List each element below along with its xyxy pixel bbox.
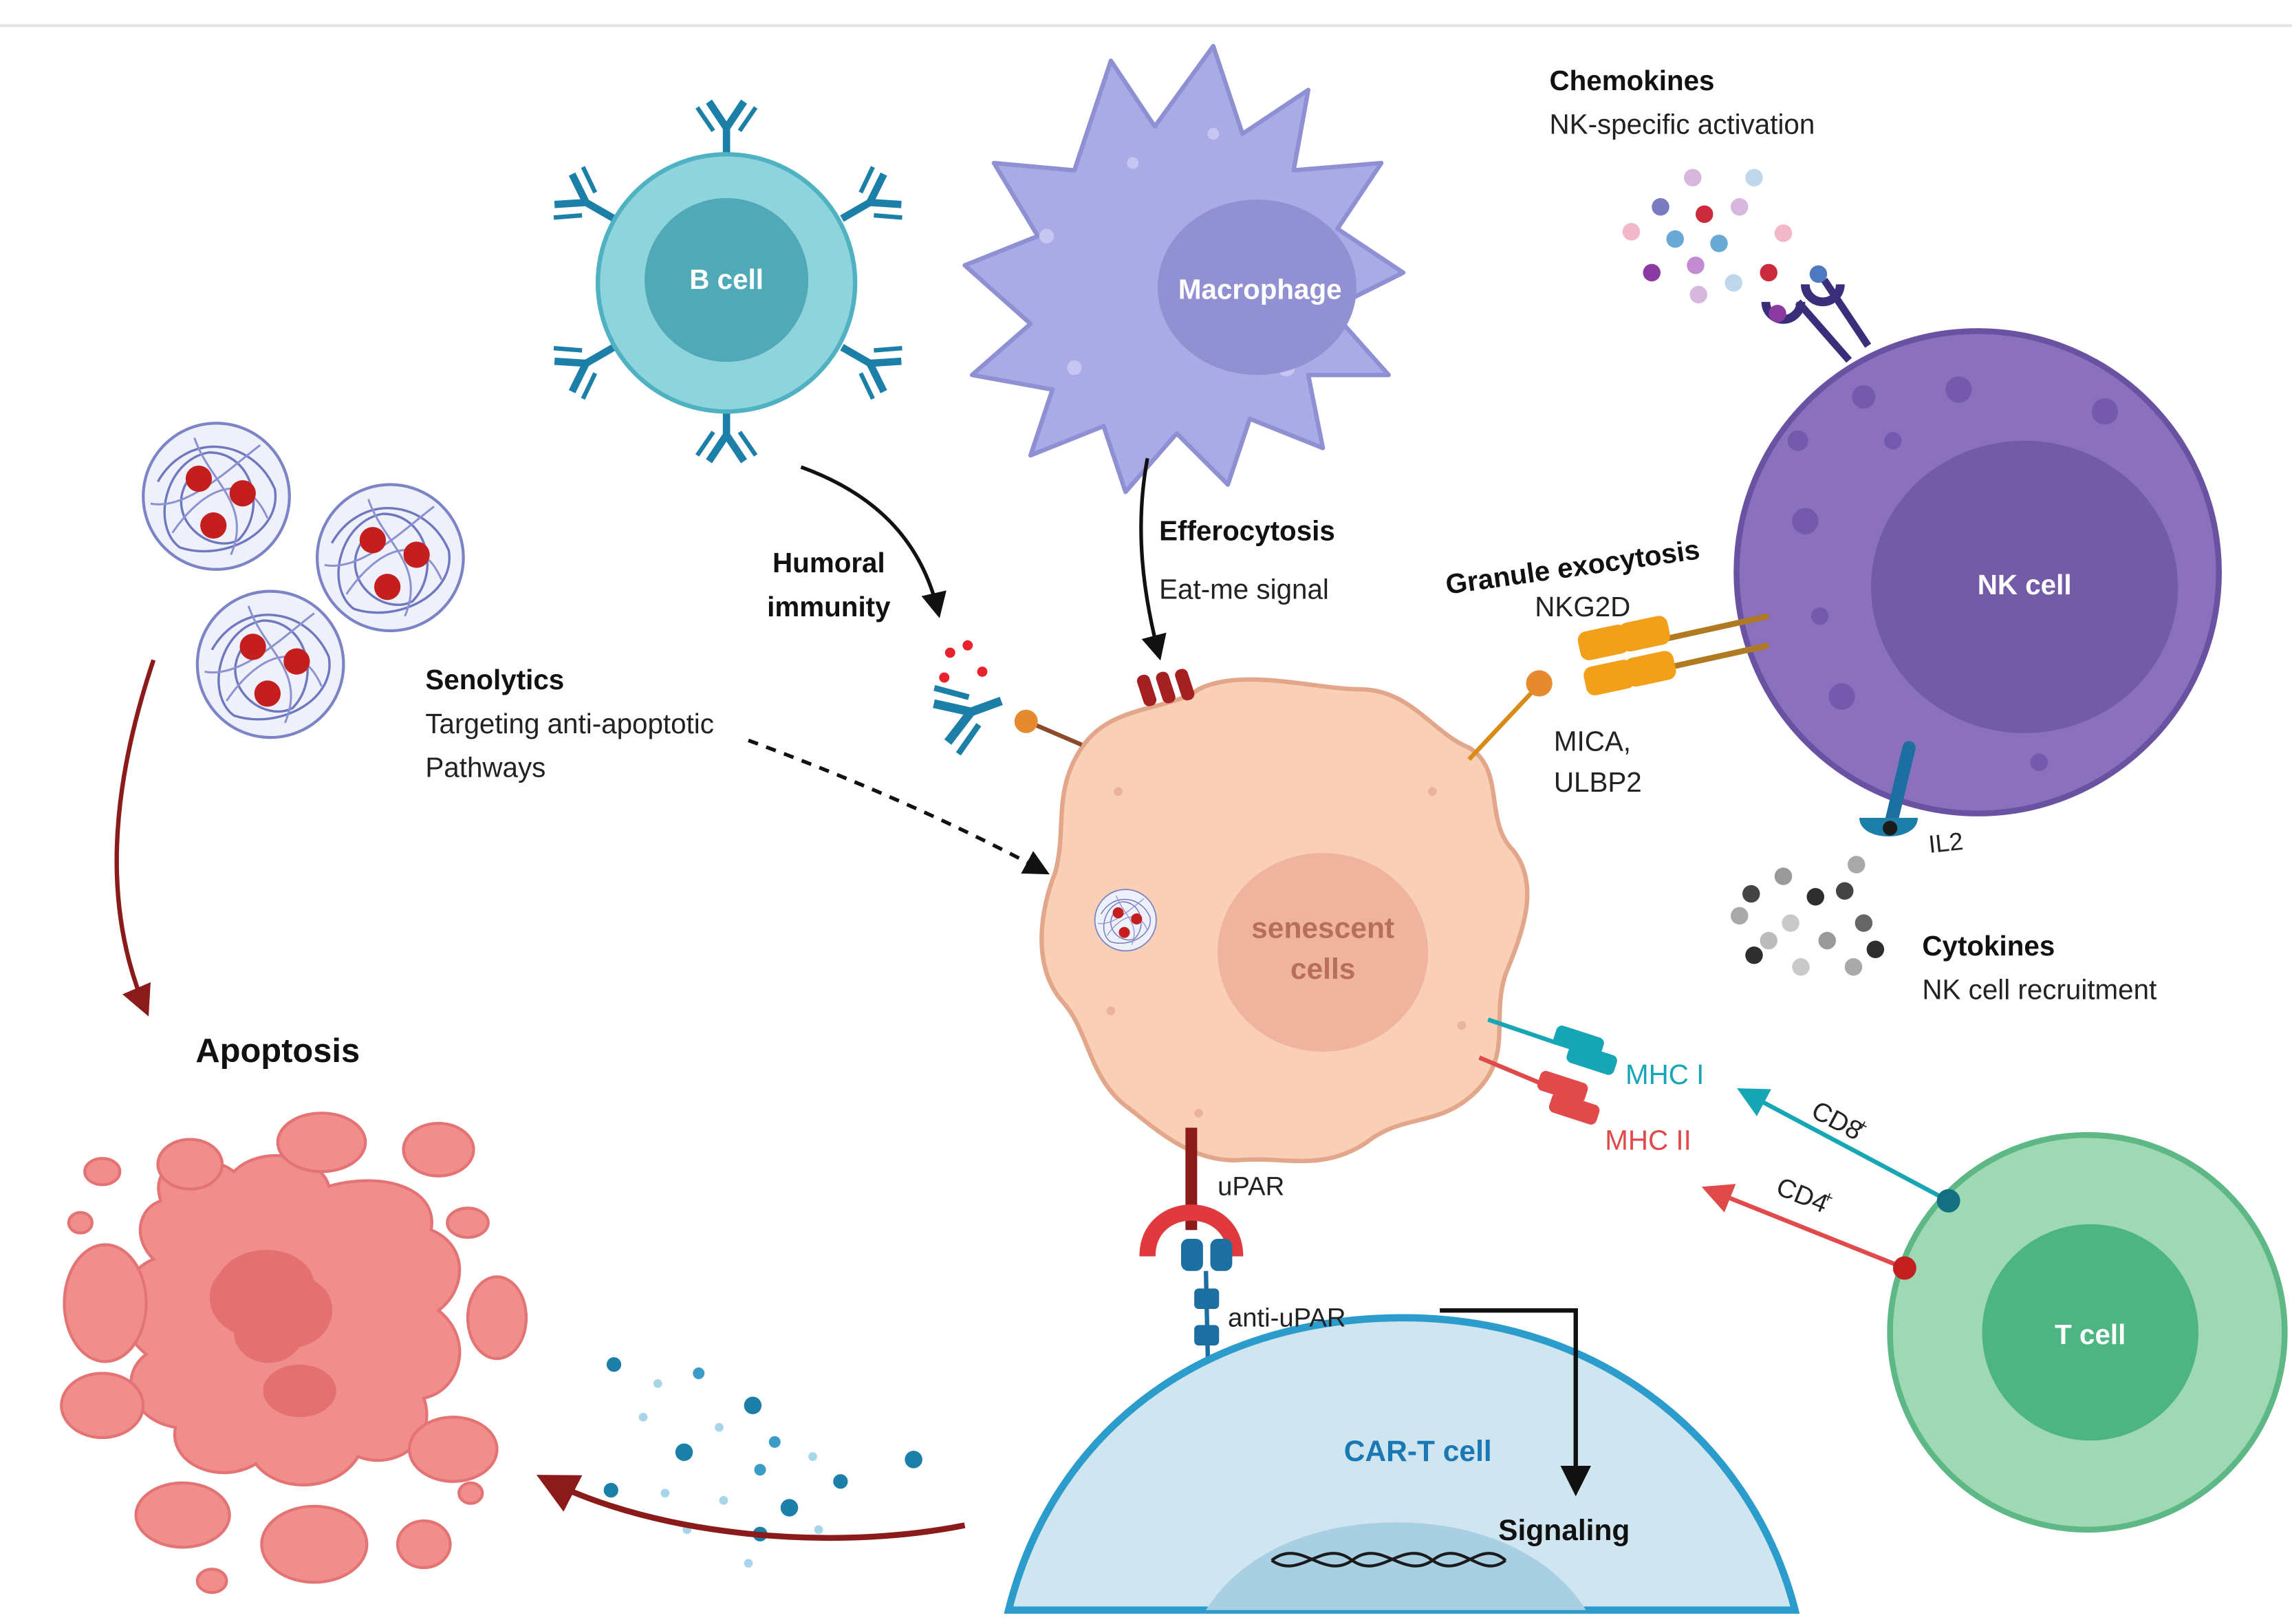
nanoparticle-icon bbox=[317, 485, 464, 631]
apoptotic-cell bbox=[60, 1112, 528, 1594]
mhc1-label: MHC I bbox=[1625, 1059, 1704, 1090]
apoptosis-label: Apoptosis bbox=[195, 1032, 360, 1070]
mica-label: MICA, bbox=[1554, 725, 1631, 757]
cd4-label: CD4 bbox=[1772, 1172, 1832, 1220]
chemokines-desc: NK-specific activation bbox=[1550, 109, 1815, 140]
senolytics-title: Senolytics bbox=[425, 664, 564, 695]
nanoparticle-apoptosis-arrow bbox=[114, 659, 156, 1017]
mhc2-label: MHC II bbox=[1605, 1124, 1691, 1156]
cd4-endpoint bbox=[1892, 1256, 1916, 1280]
t-cell: T cell bbox=[1887, 1132, 2288, 1533]
receptor-icon bbox=[1761, 265, 1872, 363]
senolytics-arrow bbox=[748, 738, 1050, 875]
senolytics-line2: Pathways bbox=[425, 752, 545, 783]
nk-cell: NK cell bbox=[1733, 265, 2222, 837]
mhc-receptors-icon bbox=[1478, 1017, 1617, 1125]
senescent-label-line1: senescent bbox=[1251, 912, 1394, 944]
efferocytosis-title: Efferocytosis bbox=[1159, 515, 1335, 546]
signaling-arrow bbox=[1440, 1308, 1592, 1497]
anti-upar-label: anti-uPAR bbox=[1228, 1303, 1346, 1333]
macrophage: Macrophage bbox=[962, 43, 1406, 495]
efferocytosis-arrow bbox=[1139, 457, 1167, 661]
cytokine-dots-icon bbox=[1731, 856, 1885, 976]
macrophage-label: Macrophage bbox=[1178, 274, 1342, 305]
eat-me-signal-icon bbox=[1136, 669, 1195, 706]
cytokines-desc: NK cell recruitment bbox=[1922, 974, 2156, 1006]
signaling-label: Signaling bbox=[1498, 1515, 1630, 1547]
ulbp2-label: ULBP2 bbox=[1554, 766, 1642, 798]
cd8-endpoint bbox=[1936, 1189, 1960, 1213]
nk-cell-label: NK cell bbox=[1978, 569, 2072, 600]
chemokine-dots-icon bbox=[1622, 169, 1793, 303]
b-cell-label: B cell bbox=[689, 263, 764, 295]
car-t-cell: CAR-T cell bbox=[1004, 1314, 1800, 1614]
nkg2d-receptor-icon bbox=[1467, 613, 1770, 761]
humoral-arrow bbox=[800, 465, 947, 618]
nanoparticle-icon bbox=[143, 423, 290, 570]
upar-receptor-icon bbox=[1139, 1127, 1244, 1419]
efferocytosis-desc: Eat-me signal bbox=[1159, 573, 1329, 605]
b-cell: B cell bbox=[549, 102, 907, 462]
dna-helix-icon bbox=[1271, 1552, 1507, 1568]
cytokines-title: Cytokines bbox=[1922, 930, 2055, 962]
nanoparticle-icon bbox=[1094, 889, 1157, 952]
car-t-apoptosis-arrow bbox=[536, 1475, 966, 1541]
cd8-label: CD8 bbox=[1807, 1095, 1868, 1146]
humoral-line2: immunity bbox=[767, 591, 891, 622]
nkg2d-label: NKG2D bbox=[1535, 591, 1630, 622]
senescent-cell: senescent cells bbox=[1039, 677, 1530, 1164]
senolytic-nanoparticles bbox=[143, 423, 463, 737]
upar-label: uPAR bbox=[1218, 1171, 1284, 1201]
humoral-line1: Humoral bbox=[772, 547, 885, 578]
il2-label: IL2 bbox=[1927, 827, 1965, 858]
nanoparticle-icon bbox=[197, 592, 344, 738]
chemokines-title: Chemokines bbox=[1550, 65, 1715, 96]
car-t-cell-label: CAR-T cell bbox=[1344, 1436, 1492, 1468]
cd8-arrow bbox=[1737, 1088, 1950, 1203]
antibody-bound-icon bbox=[933, 640, 1083, 756]
senolytics-line1: Targeting anti-apoptotic bbox=[425, 708, 714, 739]
t-cell-label: T cell bbox=[2055, 1319, 2126, 1350]
cd4-arrow bbox=[1701, 1184, 1906, 1270]
senescent-label-line2: cells bbox=[1290, 953, 1356, 986]
